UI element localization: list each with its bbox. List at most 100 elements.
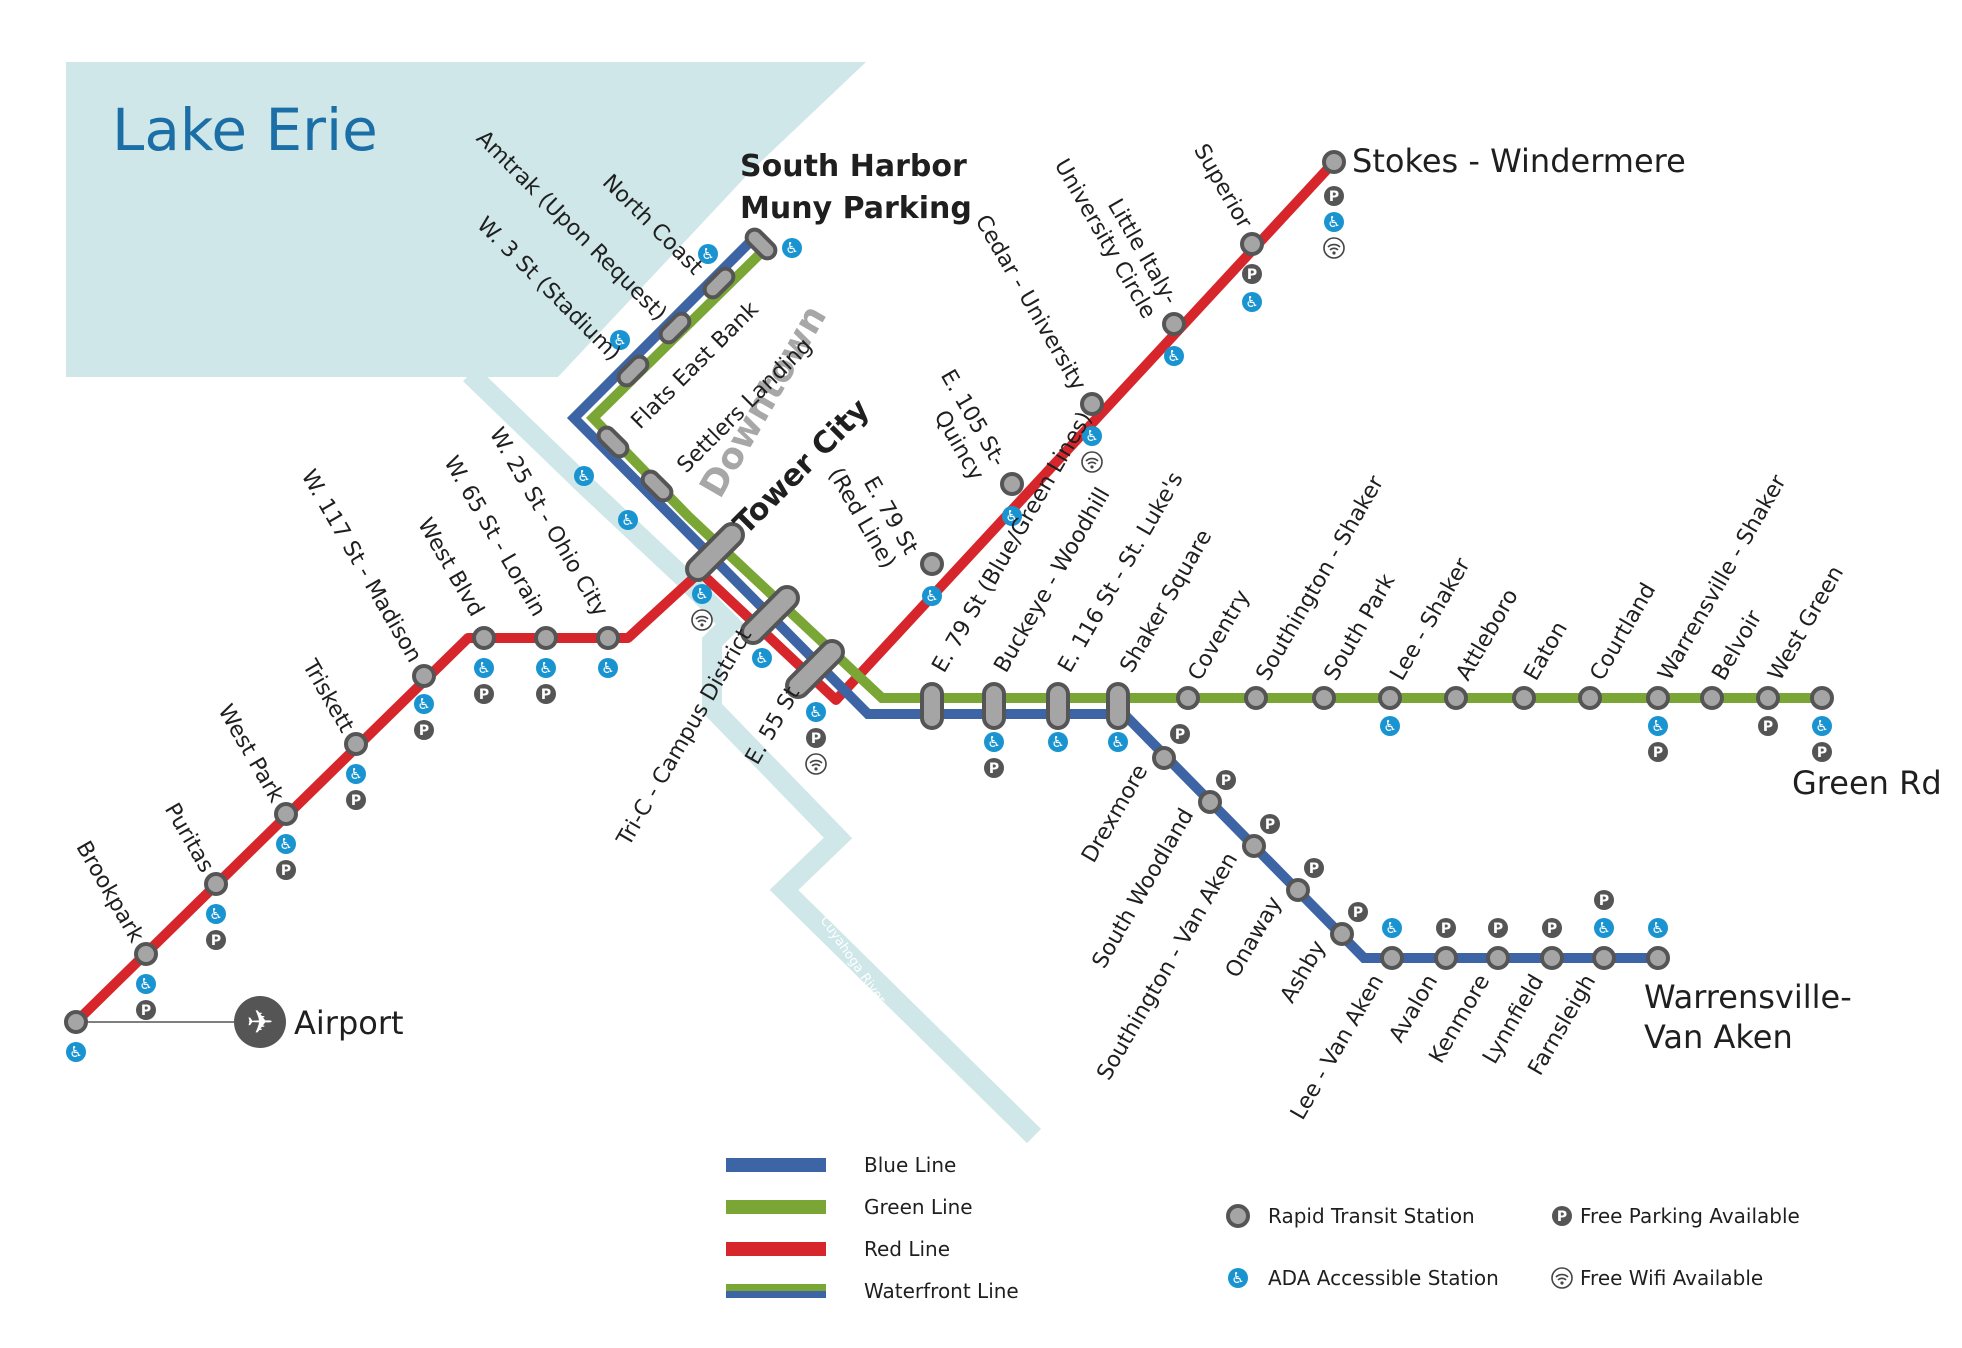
station-ashby[interactable] [1330,922,1354,946]
station-brookpark[interactable] [134,942,158,966]
ada-glyph: ♿ [1111,733,1124,751]
parking-glyph: P [989,761,999,777]
legend-swatch-green [726,1200,826,1214]
station-w65[interactable] [534,626,558,650]
station-little-italy[interactable] [1162,312,1186,336]
ada-glyph: ♿ [695,585,708,603]
parking-glyph: P [1329,189,1339,205]
station-lynnfield[interactable] [1540,946,1564,970]
station-avalon[interactable] [1434,946,1458,970]
parking-icon [1648,742,1668,762]
label-west-park: West Park [212,700,288,807]
station-warrensville-van-aken[interactable] [1646,946,1670,970]
station-eaton[interactable] [1512,686,1536,710]
ada-glyph: ♿ [785,239,798,257]
station-attleboro[interactable] [1444,686,1468,710]
label-south-harbor: South Harbor [740,149,967,184]
label-belvoir: Belvoir [1708,606,1768,685]
parking-glyph: P [1441,921,1451,937]
station-buckeye[interactable] [982,682,1006,730]
label-southington-van-aken: Southington - Van Aken [1092,849,1243,1085]
ada-glyph: ♿ [1085,427,1098,445]
station-stokes[interactable] [1322,150,1346,174]
station-southington-shaker[interactable] [1244,686,1268,710]
station-warrensville-shaker[interactable] [1646,686,1670,710]
station-tri-c[interactable] [737,582,802,647]
station-green-rd[interactable] [1810,686,1834,710]
ada-glyph: ♿ [701,245,714,263]
station-south-harbor[interactable] [743,226,778,261]
station-airport[interactable] [64,1010,88,1034]
station-south-park[interactable] [1312,686,1336,710]
parking-icon [276,860,296,880]
label-drexmore: Drexmore [1077,761,1153,868]
station-flats[interactable] [595,424,630,459]
station-lee-shaker[interactable] [1378,686,1402,710]
ada-glyph: ♿ [601,659,614,677]
station-puritas[interactable] [204,872,228,896]
ada-icon [692,584,712,604]
shared-stations [595,226,1130,730]
ada-icon [1048,732,1068,752]
ada-glyph: ♿ [1167,347,1180,365]
station-tower-city[interactable] [682,519,747,584]
station-west-park[interactable] [274,802,298,826]
station-south-woodland[interactable] [1198,790,1222,814]
station-southington-van-aken[interactable] [1242,834,1266,858]
ada-glyph: ♿ [539,659,552,677]
parking-glyph: P [1817,745,1827,761]
station-amtrak[interactable] [657,310,692,345]
parking-icon [136,1000,156,1020]
station-cedar[interactable] [1080,392,1104,416]
amenity-icons: P ♿ P ♿ ♿ ♿ ♿ ♿ ♿ ♿ ♿ ♿ ♿ ♿ ♿ ♿ P ♿ ♿ P … [66,186,1832,1062]
station-onaway[interactable] [1286,878,1310,902]
station-e116[interactable] [1046,682,1070,730]
legend-wifi-icon [1551,1267,1573,1289]
legend-parking-glyph: P [1557,1209,1567,1225]
parking-icon [1260,814,1280,834]
station-west-blvd[interactable] [472,626,496,650]
ada-glyph: ♿ [1383,717,1396,735]
station-superior[interactable] [1240,232,1264,256]
station-e79-red[interactable] [920,552,944,576]
ada-icon [984,732,1004,752]
station-w117[interactable] [412,664,436,688]
ada-icon [346,764,366,784]
station-e55[interactable] [782,636,847,701]
label-w117: W. 117 St - Madison [296,466,427,667]
legend-parking-icon [1552,1206,1572,1226]
parking-icon [1216,770,1236,790]
station-e105[interactable] [1000,472,1024,496]
ada-glyph: ♿ [209,905,222,923]
parking-icon [536,684,556,704]
station-west-green[interactable] [1756,686,1780,710]
ada-icon [1164,346,1184,366]
station-w3[interactable] [615,353,650,388]
station-triskett[interactable] [344,732,368,756]
stations [64,150,1834,1034]
ada-icon [1324,212,1344,232]
ada-glyph: ♿ [1005,507,1018,525]
station-lee-van-aken[interactable] [1380,946,1404,970]
legend-label-ada: ADA Accessible Station [1268,1266,1499,1290]
station-coventry[interactable] [1176,686,1200,710]
station-belvoir[interactable] [1700,686,1724,710]
wifi-icon [805,753,827,775]
ada-icon [536,658,556,678]
station-e79-bg[interactable] [920,682,944,730]
ada-icon [1380,716,1400,736]
station-kenmore[interactable] [1486,946,1510,970]
station-drexmore[interactable] [1152,746,1176,770]
station-farnsleigh[interactable] [1592,946,1616,970]
legend-label-green: Green Line [864,1195,973,1219]
station-settlers[interactable] [639,468,674,503]
ada-icon [276,834,296,854]
station-w25[interactable] [596,626,620,650]
parking-icon [1542,918,1562,938]
ada-icon [414,694,434,714]
parking-glyph: P [281,863,291,879]
station-shaker-square[interactable] [1106,682,1130,730]
lake-erie-area [66,62,866,377]
station-courtland[interactable] [1578,686,1602,710]
station-north-coast[interactable] [701,265,736,300]
